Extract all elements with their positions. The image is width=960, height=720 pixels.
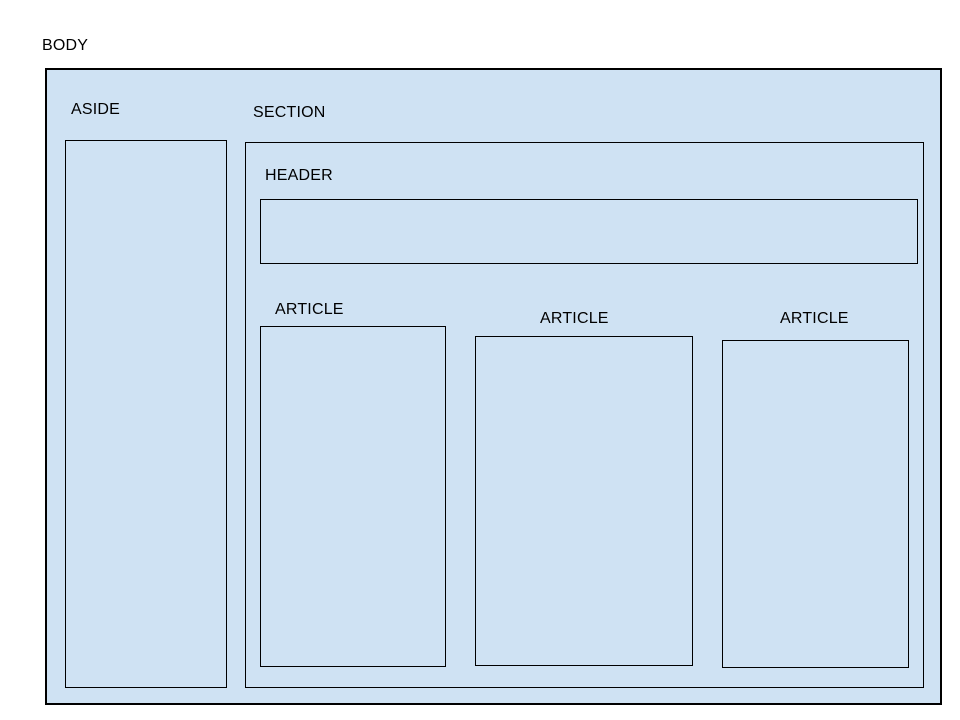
article-box-3 <box>722 340 909 668</box>
body-box: ASIDE SECTION HEADER ARTICLE ARTICLE ART… <box>45 68 942 705</box>
article-label-1: ARTICLE <box>275 301 344 318</box>
article-label-2: ARTICLE <box>540 310 609 327</box>
header-box <box>260 199 918 264</box>
header-label: HEADER <box>265 167 333 184</box>
article-box-1 <box>260 326 446 667</box>
aside-label: ASIDE <box>71 101 121 118</box>
article-box-2 <box>475 336 693 666</box>
body-label: BODY <box>42 37 89 54</box>
section-label: SECTION <box>253 104 326 121</box>
aside-box <box>65 140 227 688</box>
article-label-3: ARTICLE <box>780 310 849 327</box>
section-box: HEADER ARTICLE ARTICLE ARTICLE <box>245 142 924 688</box>
